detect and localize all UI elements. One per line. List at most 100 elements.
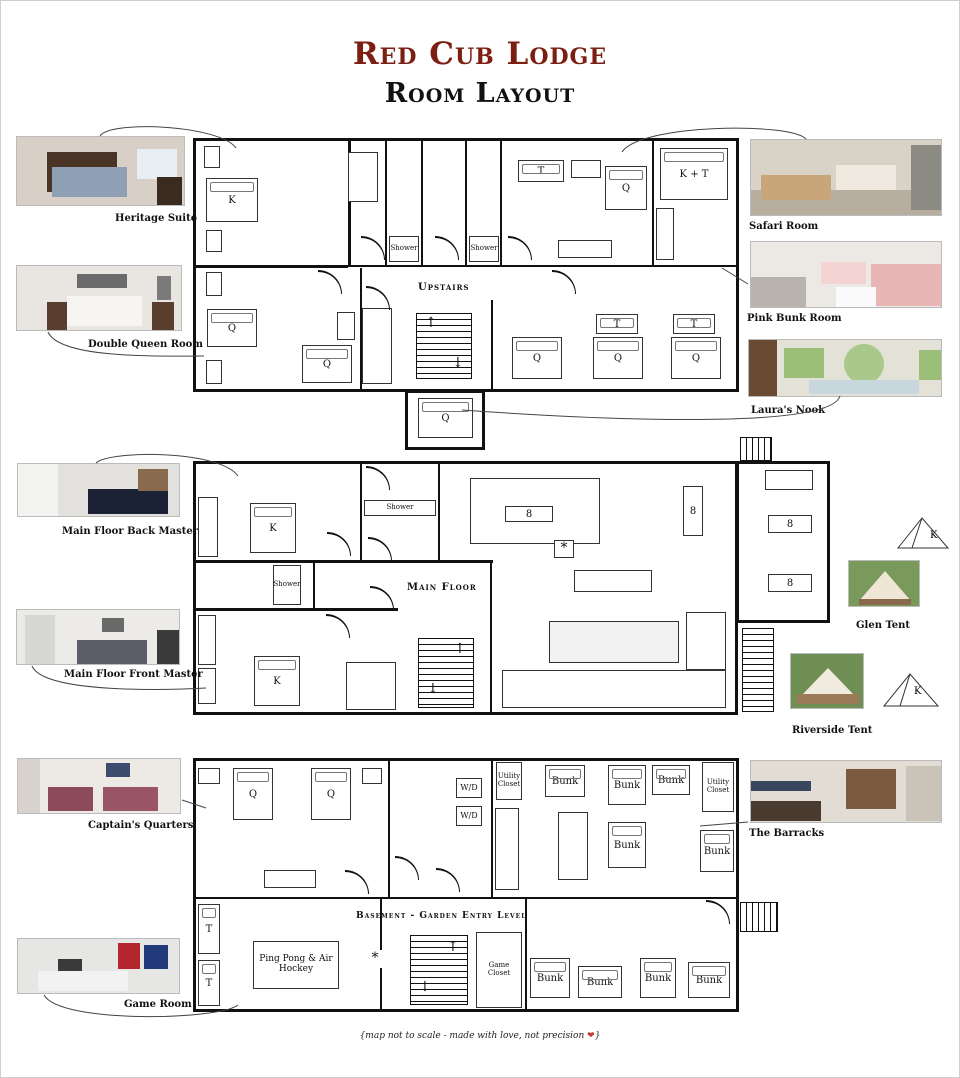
pink-bunk-queen-2: Q <box>593 337 643 379</box>
main-floor-back-master-photo <box>17 463 180 517</box>
nightstand <box>204 146 220 168</box>
barracks-bunk-6: Bunk <box>530 958 570 998</box>
bed-label: K <box>228 194 236 206</box>
layout-subtitle: Room Layout <box>384 78 576 109</box>
rug <box>549 621 679 663</box>
dresser <box>198 668 216 704</box>
pink-bunk-room-caption: Pink Bunk Room <box>747 313 842 324</box>
game-room-twin-1: T <box>198 904 220 954</box>
double-queen-bed-2: Q <box>302 345 352 383</box>
annex-table-2: 8 <box>768 574 812 592</box>
wall <box>385 140 387 265</box>
front-master-king-bed: K <box>254 656 300 706</box>
down-arrow-icon: ↓ <box>419 979 431 995</box>
double-queen-room-caption: Double Queen Room <box>88 339 203 350</box>
shower: Shower <box>469 236 499 262</box>
main-floor-label: Main Floor <box>407 582 477 593</box>
connector-pink-bunk <box>721 267 749 285</box>
bed-label: Q <box>691 352 701 364</box>
riverside-tent-sketch: K <box>882 673 940 707</box>
bed-label: Bunk <box>644 972 672 984</box>
captains-quarters-caption: Captain's Quarters <box>88 820 194 831</box>
basement-staircase <box>410 935 468 1005</box>
safari-room-photo <box>750 139 942 216</box>
tent-king-label: K <box>930 530 938 541</box>
connector-double-queen <box>47 331 205 357</box>
safari-room-caption: Safari Room <box>749 221 819 232</box>
main-floor-back-master-caption: Main Floor Back Master <box>62 526 198 537</box>
bed-label: Q <box>441 412 450 424</box>
washer-dryer: W/D <box>456 806 482 826</box>
footer-note: {map not to scale - made with love, not … <box>0 1031 960 1041</box>
dresser <box>656 208 674 260</box>
wall <box>465 140 467 265</box>
barracks-bunk-5: Bunk <box>700 830 734 872</box>
bed-label: Bunk <box>613 839 641 851</box>
annex-table-1: 8 <box>768 515 812 533</box>
tent-king-label: K <box>914 686 922 697</box>
riverside-tent-caption: Riverside Tent <box>792 725 873 736</box>
wall <box>388 760 390 897</box>
kitchen-star-marker: * <box>554 540 574 558</box>
shower: Shower <box>273 565 301 605</box>
game-room-twin-2: T <box>198 960 220 1006</box>
garden-entry-steps <box>740 902 778 932</box>
wall <box>491 760 493 897</box>
bed-label: Q <box>227 322 237 334</box>
heart-icon: ❤ <box>587 1031 595 1041</box>
glen-tent-photo <box>848 560 920 607</box>
captains-queen-bed-1: Q <box>233 768 273 820</box>
heritage-king-bed: K <box>206 178 258 222</box>
wall <box>500 140 502 265</box>
bed-label: Bunk <box>703 845 731 857</box>
armchair <box>346 662 396 710</box>
heritage-suite-photo <box>16 136 185 206</box>
pink-bunk-twin-1: T <box>596 314 638 334</box>
nightstand <box>337 312 355 340</box>
utility-closet: Utility Closet <box>496 762 522 800</box>
bed-label: Bunk <box>657 774 685 786</box>
pink-bunk-twin-2: T <box>673 314 715 334</box>
outside-steps-deck <box>742 628 774 712</box>
bed-label: Bunk <box>551 775 579 787</box>
bed-label: Q <box>532 352 542 364</box>
dresser <box>198 615 216 665</box>
up-arrow-icon: ↑ <box>454 641 466 657</box>
bed-label: Q <box>326 788 336 800</box>
main-floor-front-master-caption: Main Floor Front Master <box>64 669 203 680</box>
barracks-bunk-9: Bunk <box>688 962 730 998</box>
outside-steps-top <box>740 437 772 461</box>
wall <box>490 563 492 713</box>
barracks-bunk-8: Bunk <box>640 958 676 998</box>
pink-bunk-kt-bed: K + T <box>660 148 728 200</box>
double-queen-room-photo <box>16 265 182 331</box>
down-arrow-icon: ↓ <box>452 355 464 371</box>
ping-pong-table: Ping Pong & Air Hockey <box>253 941 339 989</box>
pink-bunk-queen-3: Q <box>671 337 721 379</box>
nightstand <box>206 230 222 252</box>
utility-closet: Utility Closet <box>702 762 734 812</box>
double-queen-bed-1: Q <box>207 309 257 347</box>
connector-safari <box>621 127 807 153</box>
connector-back-master <box>95 454 239 477</box>
sectional-sofa <box>502 670 726 708</box>
up-arrow-icon: ↑ <box>447 939 459 955</box>
main-floor-front-master-photo <box>16 609 180 665</box>
connector-game-room <box>43 994 239 1018</box>
bench <box>264 870 316 888</box>
wall <box>421 140 423 265</box>
wall <box>193 265 348 268</box>
game-closet: Game Closet <box>476 932 522 1008</box>
back-master-king-bed: K <box>250 503 296 553</box>
connector-front-master <box>31 665 207 690</box>
barracks-bunk-1: Bunk <box>545 765 585 797</box>
vanity <box>348 152 378 202</box>
wall <box>525 899 527 1010</box>
lauras-nook-queen-bed: Q <box>418 398 473 438</box>
upstairs-staircase <box>416 313 472 379</box>
connector-lauras-nook <box>461 395 841 421</box>
glen-tent-caption: Glen Tent <box>856 620 910 631</box>
captains-queen-bed-2: Q <box>311 768 351 820</box>
lauras-nook-caption: Laura's Nook <box>751 405 826 416</box>
